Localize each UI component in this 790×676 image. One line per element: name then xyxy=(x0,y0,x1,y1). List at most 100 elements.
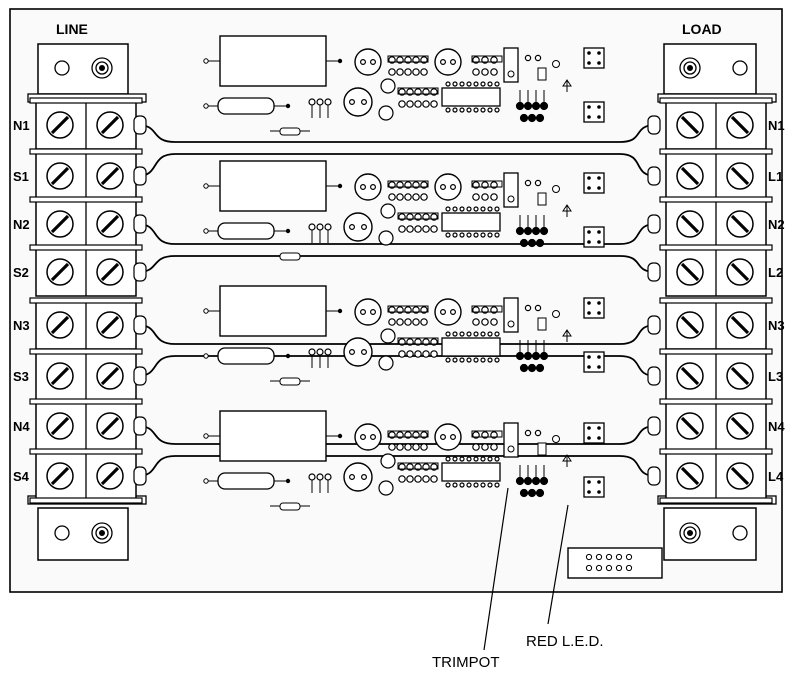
trimpot xyxy=(503,172,519,208)
line-bottom-mount xyxy=(37,507,129,561)
line-terminal-strip xyxy=(27,93,147,505)
line-tab xyxy=(133,214,147,234)
load-bottom-mount xyxy=(663,507,757,561)
load-tab xyxy=(647,115,661,135)
optocoupler xyxy=(583,297,605,319)
line-title: LINE xyxy=(56,21,88,37)
load-terminal-label: L3 xyxy=(768,369,783,384)
electrolytic-cap xyxy=(434,423,462,451)
capacitor xyxy=(219,35,327,87)
load-terminal-label: L1 xyxy=(768,169,783,184)
resistor xyxy=(279,252,301,261)
load-tab xyxy=(647,166,661,186)
line-tab xyxy=(133,262,147,282)
capacitor xyxy=(219,410,327,462)
electrolytic-cap xyxy=(434,173,462,201)
electrolytic-cap xyxy=(343,462,373,492)
electrolytic-cap xyxy=(343,212,373,242)
bus-trace xyxy=(137,255,657,273)
line-terminal-label: S4 xyxy=(13,469,30,484)
electrolytic-cap xyxy=(343,337,373,367)
load-top-mount xyxy=(663,43,757,95)
line-terminal-label: S2 xyxy=(13,265,29,280)
bus-trace xyxy=(137,223,657,245)
ic-chip xyxy=(441,462,501,482)
bus-trace xyxy=(137,124,657,143)
electrolytic-cap xyxy=(354,48,382,76)
line-terminal-label: N1 xyxy=(13,118,30,133)
load-terminal-label: N3 xyxy=(768,318,785,333)
trimpot xyxy=(503,297,519,333)
load-terminal-label: N1 xyxy=(768,118,785,133)
load-tab xyxy=(647,262,661,282)
load-title: LOAD xyxy=(682,21,722,37)
line-tab xyxy=(133,416,147,436)
line-tab xyxy=(133,366,147,386)
bus-traces xyxy=(133,115,661,486)
trimpot xyxy=(503,47,519,83)
optocoupler xyxy=(583,226,605,248)
load-tab xyxy=(647,315,661,335)
resistor xyxy=(279,502,301,511)
line-terminal-label: N4 xyxy=(13,419,30,434)
resistor xyxy=(279,127,301,136)
electrolytic-cap xyxy=(343,87,373,117)
load-terminal-label: L2 xyxy=(768,265,783,280)
load-terminal-strip xyxy=(657,93,777,505)
load-tab xyxy=(647,366,661,386)
electrolytic-cap xyxy=(354,298,382,326)
line-top-mount xyxy=(37,43,129,95)
bus-trace xyxy=(137,455,657,477)
electrolytic-cap xyxy=(354,423,382,451)
load-terminal-label: N2 xyxy=(768,217,785,232)
line-terminal-label: N3 xyxy=(13,318,30,333)
line-tab xyxy=(133,115,147,135)
resistor xyxy=(217,347,275,365)
circuit-section xyxy=(203,285,605,386)
line-tab xyxy=(133,166,147,186)
bus-trace xyxy=(137,153,657,177)
circuit-section xyxy=(203,35,605,136)
load-tab xyxy=(647,416,661,436)
resistor xyxy=(217,472,275,490)
optocoupler xyxy=(583,476,605,498)
line-terminal-label: S3 xyxy=(13,369,29,384)
red-led-callout: RED L.E.D. xyxy=(526,633,604,650)
capacitor xyxy=(219,285,327,337)
electrolytic-cap xyxy=(434,298,462,326)
electrolytic-cap xyxy=(354,173,382,201)
resistor xyxy=(279,377,301,386)
optocoupler xyxy=(583,422,605,444)
optocoupler xyxy=(583,172,605,194)
resistor xyxy=(217,97,275,115)
optocoupler xyxy=(583,351,605,373)
trimpot-callout: TRIMPOT xyxy=(432,654,500,671)
bus-trace xyxy=(137,425,657,445)
line-tab xyxy=(133,315,147,335)
electrolytic-cap xyxy=(434,48,462,76)
bus-trace xyxy=(137,355,657,377)
load-terminal-label: N4 xyxy=(768,419,785,434)
ribbon-connector xyxy=(567,547,663,579)
load-tab xyxy=(647,466,661,486)
circuit-sections xyxy=(203,35,605,511)
optocoupler xyxy=(583,101,605,123)
load-terminal-label: L4 xyxy=(768,469,784,484)
red-led-leader xyxy=(547,504,569,625)
optocoupler xyxy=(583,47,605,69)
trimpot-leader xyxy=(483,487,509,651)
load-tab xyxy=(647,214,661,234)
capacitor xyxy=(219,160,327,212)
ic-chip xyxy=(441,212,501,232)
circuit-section xyxy=(203,160,605,261)
line-terminal-label: N2 xyxy=(13,217,30,232)
circuit-section xyxy=(203,410,605,511)
line-tab xyxy=(133,466,147,486)
resistor xyxy=(217,222,275,240)
line-terminal-label: S1 xyxy=(13,169,29,184)
trimpot xyxy=(503,422,519,458)
